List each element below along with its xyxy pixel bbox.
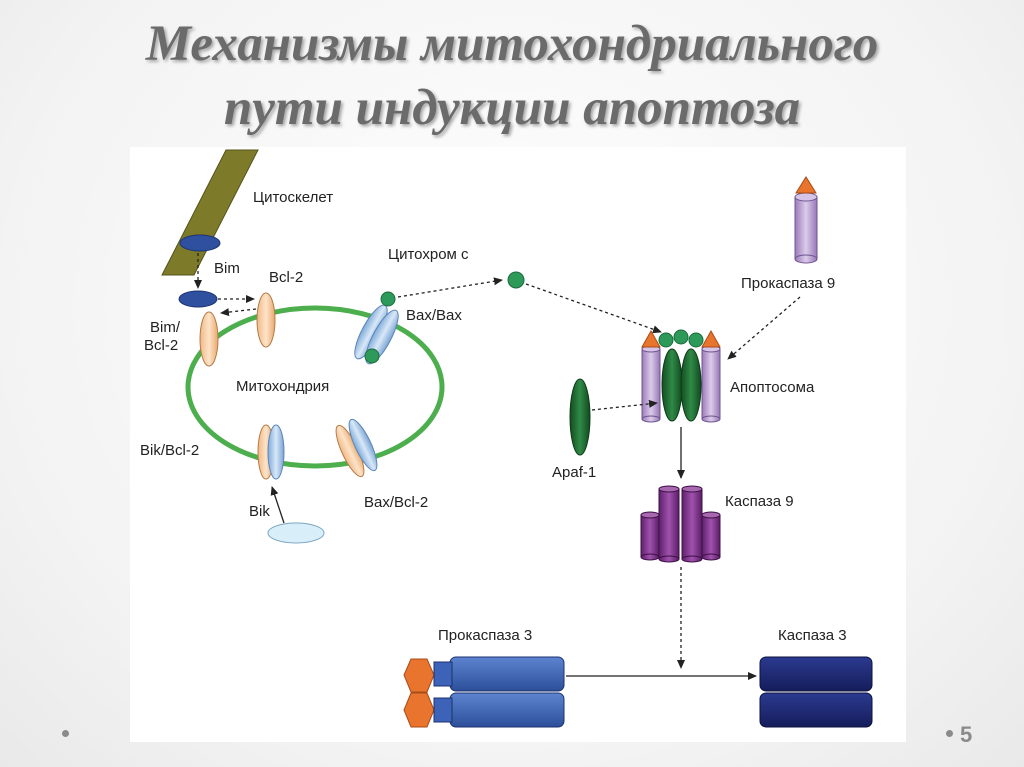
label-apaf1: Apaf-1 [552, 464, 597, 481]
arrow-procaspase9-to-apoptosome [727, 296, 801, 360]
bcl2-protein [256, 292, 276, 348]
cytochrome-c [507, 271, 525, 289]
label-bcl2: Bcl-2 [269, 269, 304, 286]
bax-bax-complex [354, 291, 399, 365]
diagram-canvas [161, 149, 873, 728]
label-apoptosome: Апоптосома [730, 379, 815, 396]
apaf1-protein [569, 378, 591, 456]
caspase9-complex [640, 485, 721, 563]
bik-free [267, 522, 325, 544]
title-line-1: Механизмы митохондриального [145, 16, 879, 72]
label-bim-bcl2-line2: Bcl-2 [144, 337, 179, 354]
label-bim-bcl2-line1: Bim/ [150, 319, 180, 336]
arrow-bax-to-cytochrome [397, 277, 503, 298]
arrow-cytochrome-to-apoptosome [525, 283, 662, 334]
bim-free [178, 290, 218, 308]
procaspase3-complex [403, 656, 565, 728]
arrow-bik-to-bcl2 [270, 486, 285, 524]
bik-bcl2-complex [257, 424, 285, 480]
bim-bcl2-protein [199, 311, 219, 367]
title-line-2: пути индукции апоптоза [223, 80, 801, 136]
label-caspase9: Каспаза 9 [725, 493, 794, 510]
label-bax-bcl2: Bax/Bcl-2 [364, 494, 429, 511]
arrow-apaf1-to-apoptosome [591, 399, 658, 411]
label-procaspase9: Прокаспаза 9 [741, 275, 836, 292]
label-cytochrome-c: Цитохром с [388, 246, 469, 263]
caspase3-complex [759, 656, 873, 728]
bim-on-cytoskeleton [179, 234, 221, 252]
label-bik-bcl2: Bik/Bcl-2 [140, 442, 200, 459]
page-number: 5 [960, 722, 973, 747]
mitochondria-ring [185, 305, 445, 469]
apoptosis-diagram: Цитоскелет Bim Bcl-2 Bim/ Bcl-2 Митохонд… [130, 147, 906, 742]
procaspase9-monomer [794, 176, 818, 264]
label-bim: Bim [214, 260, 240, 277]
bax-bcl2-complex [335, 418, 378, 478]
label-cytoskeleton: Цитоскелет [253, 189, 334, 206]
label-caspase3: Каспаза 3 [778, 627, 847, 644]
label-procaspase3: Прокаспаза 3 [438, 627, 533, 644]
left-footer-dot [62, 730, 69, 737]
label-mitochondria: Митохондрия [236, 378, 330, 395]
label-bax-bax: Bax/Bax [406, 307, 462, 324]
apoptosome-complex [641, 329, 721, 423]
cytoskeleton-bar [161, 149, 259, 276]
label-bik: Bik [249, 503, 270, 520]
arrow-bcl2-to-bim [220, 308, 257, 317]
right-footer-dot [946, 730, 953, 737]
slide-title: Механизмы митохондриального пути индукци… [0, 12, 1024, 140]
